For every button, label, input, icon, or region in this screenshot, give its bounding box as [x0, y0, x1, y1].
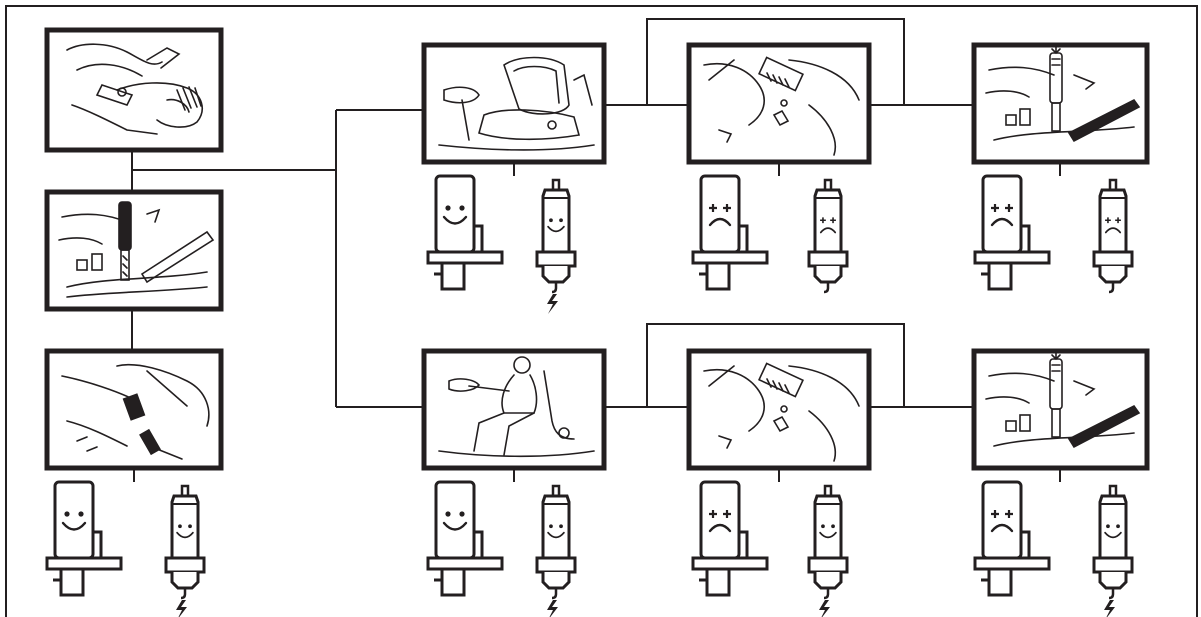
step-frame-s6 [974, 45, 1147, 162]
starter-motor-icon [428, 482, 502, 595]
spark-plug-icon [537, 180, 575, 314]
spark-plug-icon [1094, 486, 1132, 617]
lightning-bolt-icon [547, 294, 558, 314]
lightning-bolt-icon [1104, 600, 1115, 617]
starter-motor-icon [975, 482, 1049, 595]
spark-plug-icon [1094, 180, 1132, 292]
spark-plug-icon [809, 180, 847, 292]
spark-plug-icon [809, 486, 847, 617]
step-frame-s9 [974, 351, 1147, 468]
starter-motor-icon [693, 482, 767, 595]
lightning-bolt-icon [547, 600, 558, 617]
starter-motor-icon [975, 176, 1049, 289]
step-frame-s8 [689, 351, 869, 468]
spark-plug-icon [166, 486, 204, 617]
step-frame-s7 [424, 351, 604, 468]
step-frame-s1 [47, 30, 221, 150]
lightning-bolt-icon [819, 600, 830, 617]
frame-border [424, 45, 604, 162]
starter-motor-icon [47, 482, 121, 595]
step-frame-s5 [689, 45, 869, 162]
lightning-bolt-icon [176, 600, 187, 617]
starter-motor-icon [428, 176, 502, 289]
spark-plug-icon [537, 486, 575, 617]
step-frame-s3 [47, 351, 221, 468]
step-frame-s4 [424, 45, 604, 162]
step-frame-s2 [47, 192, 221, 309]
starter-motor-icon [693, 176, 767, 289]
